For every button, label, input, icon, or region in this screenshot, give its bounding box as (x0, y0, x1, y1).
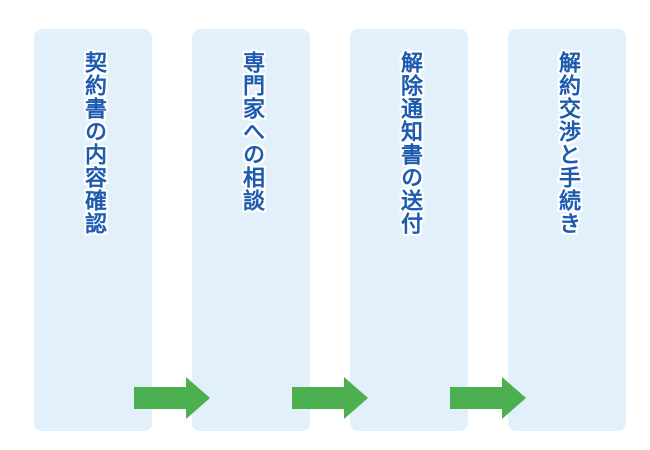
step-card-2: 専門家への相談 (192, 29, 310, 431)
step-card-3: 解除通知書の送付 (350, 29, 468, 431)
right-arrow-icon (450, 377, 526, 419)
step-1-label: 契約書の内容確認 (34, 51, 152, 235)
step-2-label: 専門家への相談 (192, 51, 310, 212)
step-card-4: 解約交渉と手続き (508, 29, 626, 431)
step-4-text: 解約交渉と手続き (555, 51, 580, 235)
step-1-text: 契約書の内容確認 (81, 51, 106, 235)
step-card-1: 契約書の内容確認 (34, 29, 152, 431)
step-2-text: 専門家への相談 (239, 51, 264, 212)
step-3-text: 解除通知書の送付 (397, 51, 422, 235)
right-arrow-icon (134, 377, 210, 419)
right-arrow-icon (292, 377, 368, 419)
step-4-label: 解約交渉と手続き (508, 51, 626, 235)
step-3-label: 解除通知書の送付 (350, 51, 468, 235)
